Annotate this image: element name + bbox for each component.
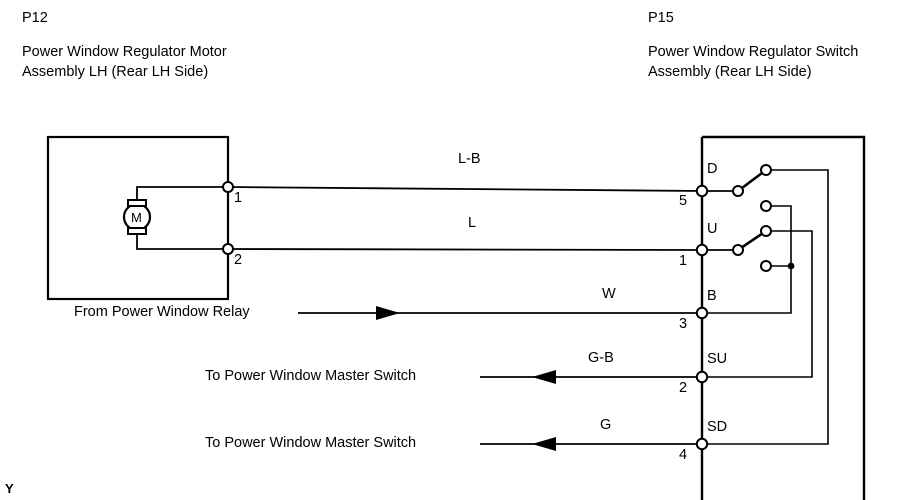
motor-lead-bottom — [136, 233, 228, 250]
motor-lead-top — [136, 186, 228, 201]
terminal-number-3: 3 — [679, 316, 688, 332]
terminal-number-5: 5 — [679, 193, 688, 209]
terminal-p12-1 — [222, 181, 234, 193]
wire-label-lb: L-B — [458, 151, 481, 167]
wire-g-arrowhead — [532, 437, 556, 451]
switch-contact-upper-free — [760, 200, 772, 212]
terminal-letter-su: SU — [707, 351, 728, 367]
wire-l-line — [227, 248, 703, 251]
annotation-to-master-switch-2: To Power Window Master Switch — [205, 435, 417, 451]
annotation-from-power-window-relay: From Power Window Relay — [74, 304, 250, 320]
wire-lb-line — [227, 186, 703, 192]
motor-brush-bottom — [127, 227, 147, 235]
switch-d-contact-bus — [702, 169, 829, 445]
annotation-to-master-switch-1: To Power Window Master Switch — [205, 368, 417, 384]
junction-dot — [787, 262, 795, 270]
terminal-number-2: 2 — [679, 380, 688, 396]
switch-d-pivot — [732, 185, 744, 197]
terminal-p15-3-b — [695, 306, 709, 320]
corner-mark-y: Y — [5, 481, 14, 496]
terminal-p15-1-u — [695, 243, 709, 257]
switch-b-contact-bus — [702, 205, 792, 314]
motor-enclosure-box — [46, 135, 230, 301]
switch-d-contact — [760, 164, 772, 176]
component-name-p12-line1: Power Window Regulator Motor — [22, 44, 227, 60]
component-code-p12: P12 — [22, 10, 48, 26]
terminal-p15-2-su — [695, 370, 709, 384]
component-name-p15-line1: Power Window Regulator Switch — [648, 44, 859, 60]
switch-u-pivot — [732, 244, 744, 256]
terminal-label-p12-2: 2 — [234, 252, 243, 268]
switch-u-contact-bus — [702, 230, 813, 378]
terminal-p15-4-sd — [695, 437, 709, 451]
terminal-p15-5-d — [695, 184, 709, 198]
wire-gb-arrowhead — [532, 370, 556, 384]
terminal-letter-sd: SD — [707, 419, 728, 435]
terminal-label-p12-1: 1 — [234, 190, 243, 206]
terminal-letter-u: U — [707, 221, 718, 237]
component-code-p15: P15 — [648, 10, 674, 26]
wire-label-g: G — [600, 417, 612, 433]
terminal-number-4: 4 — [679, 447, 688, 463]
wire-w-arrowhead — [376, 306, 400, 320]
wire-label-l: L — [468, 215, 477, 231]
terminal-letter-d: D — [707, 161, 718, 177]
motor-brush-top — [127, 199, 147, 207]
wire-label-w: W — [602, 286, 616, 302]
component-name-p15-line2: Assembly (Rear LH Side) — [648, 64, 812, 80]
terminal-number-1: 1 — [679, 253, 688, 269]
motor-symbol-letter: M — [131, 210, 142, 225]
switch-u-contact — [760, 225, 772, 237]
switch-contact-lower-free — [760, 260, 772, 272]
terminal-p12-2 — [222, 243, 234, 255]
wire-label-gb: G-B — [588, 350, 614, 366]
component-name-p12-line2: Assembly LH (Rear LH Side) — [22, 64, 209, 80]
terminal-letter-b: B — [707, 288, 717, 304]
